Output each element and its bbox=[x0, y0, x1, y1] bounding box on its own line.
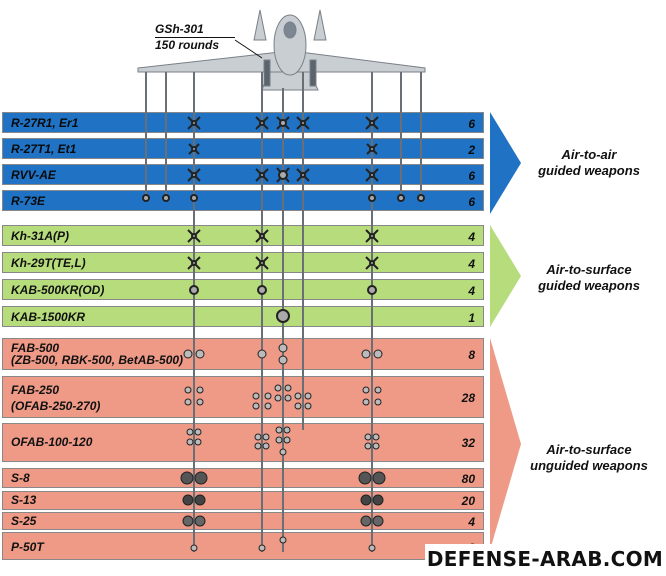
weapon-row-r-27r1: R-27R1, Er1 6 bbox=[2, 112, 484, 133]
weapon-name: Kh-29T(TE,L) bbox=[11, 256, 86, 270]
gun-name: GSh-301 bbox=[155, 22, 235, 38]
weapon-row-kh-31a: Kh-31A(P) 4 bbox=[2, 225, 484, 246]
weapon-row-r-73e: R-73E 6 bbox=[2, 190, 484, 211]
weapon-name: OFAB-100-120 bbox=[11, 435, 93, 449]
weapon-name-detail: (ZB-500, RBK-500, BetAB-500) bbox=[11, 353, 184, 367]
group-label-line1: Air-to-air bbox=[561, 147, 617, 162]
weapon-name: FAB-500 bbox=[11, 341, 60, 355]
weapon-count: 6 bbox=[468, 169, 475, 183]
weapon-count: 4 bbox=[468, 230, 475, 244]
weapon-row-kab-500kr: KAB-500KR(OD) 4 bbox=[2, 279, 484, 300]
weapon-name: S-8 bbox=[11, 471, 30, 485]
weapon-count: 4 bbox=[468, 515, 475, 529]
weapon-row-s-13: S-13 20 bbox=[2, 491, 484, 510]
gun-rounds: 150 rounds bbox=[155, 38, 220, 52]
group-label-line1: Air-to-surface bbox=[546, 442, 632, 457]
weapon-row-s-25: S-25 4 bbox=[2, 512, 484, 530]
weapon-row-rvv-ae: RVV-AE 6 bbox=[2, 164, 484, 185]
weapon-name: Kh-31A(P) bbox=[11, 229, 70, 243]
weapon-name: RVV-AE bbox=[11, 168, 56, 182]
weapon-row-ofab-100-120: OFAB-100-120 32 bbox=[2, 423, 484, 462]
weapon-count: 32 bbox=[461, 436, 475, 450]
group-label-line2: guided weapons bbox=[538, 163, 640, 178]
group-label-air-to-surface-unguided: Air-to-surface unguided weapons bbox=[512, 442, 666, 474]
weapon-count: 1 bbox=[468, 311, 475, 325]
weapon-name: KAB-1500KR bbox=[11, 310, 86, 324]
weapon-name: P-50T bbox=[11, 540, 44, 554]
weapon-count: 8 bbox=[468, 348, 475, 362]
weapon-count: 2 bbox=[468, 143, 475, 157]
watermark: DEFENSE-ARAB.COM bbox=[425, 544, 665, 574]
weapon-count: 28 bbox=[461, 391, 475, 405]
su-30-aircraft bbox=[137, 9, 426, 91]
group-label-air-to-surface-guided: Air-to-surface guided weapons bbox=[512, 262, 666, 294]
weapon-count: 6 bbox=[468, 117, 475, 131]
weapon-count: 20 bbox=[461, 494, 475, 508]
weapon-name: FAB-250 bbox=[11, 383, 60, 397]
group-label-air-to-air: Air-to-air guided weapons bbox=[512, 147, 666, 179]
air-to-air-arrow bbox=[490, 112, 521, 214]
weapon-count: 4 bbox=[468, 284, 475, 298]
weapon-name: S-13 bbox=[11, 493, 37, 507]
weapon-count: 4 bbox=[468, 257, 475, 271]
air-to-surface-guided-arrow bbox=[490, 225, 521, 327]
group-label-line1: Air-to-surface bbox=[546, 262, 632, 277]
weapon-row-fab-500: FAB-500 (ZB-500, RBK-500, BetAB-500) 8 bbox=[2, 338, 484, 370]
weapon-row-p-50t: P-50T 8 bbox=[2, 532, 484, 560]
weapon-count: 80 bbox=[461, 472, 475, 486]
weapon-name: R-27T1, Et1 bbox=[11, 142, 77, 156]
weapon-count: 6 bbox=[468, 195, 475, 209]
weapon-name: R-73E bbox=[11, 194, 46, 208]
weapon-row-kh-29t: Kh-29T(TE,L) 4 bbox=[2, 252, 484, 273]
gun-label: GSh-301 150 rounds bbox=[155, 22, 235, 53]
group-label-line2: guided weapons bbox=[538, 278, 640, 293]
weapon-row-r-27t1: R-27T1, Et1 2 bbox=[2, 138, 484, 159]
weapon-name-detail: (OFAB-250-270) bbox=[11, 399, 101, 413]
weapon-name: R-27R1, Er1 bbox=[11, 116, 79, 130]
gun-leader-line bbox=[234, 39, 263, 59]
weapon-name: KAB-500KR(OD) bbox=[11, 283, 105, 297]
group-label-line2: unguided weapons bbox=[530, 458, 648, 473]
weapon-name: S-25 bbox=[11, 514, 37, 528]
air-to-surface-unguided-arrow bbox=[490, 338, 521, 550]
weapon-row-kab-1500kr: KAB-1500KR 1 bbox=[2, 306, 484, 327]
weapon-row-fab-250: FAB-250 (OFAB-250-270) 28 bbox=[2, 376, 484, 418]
weapon-row-s-8: S-8 80 bbox=[2, 468, 484, 488]
